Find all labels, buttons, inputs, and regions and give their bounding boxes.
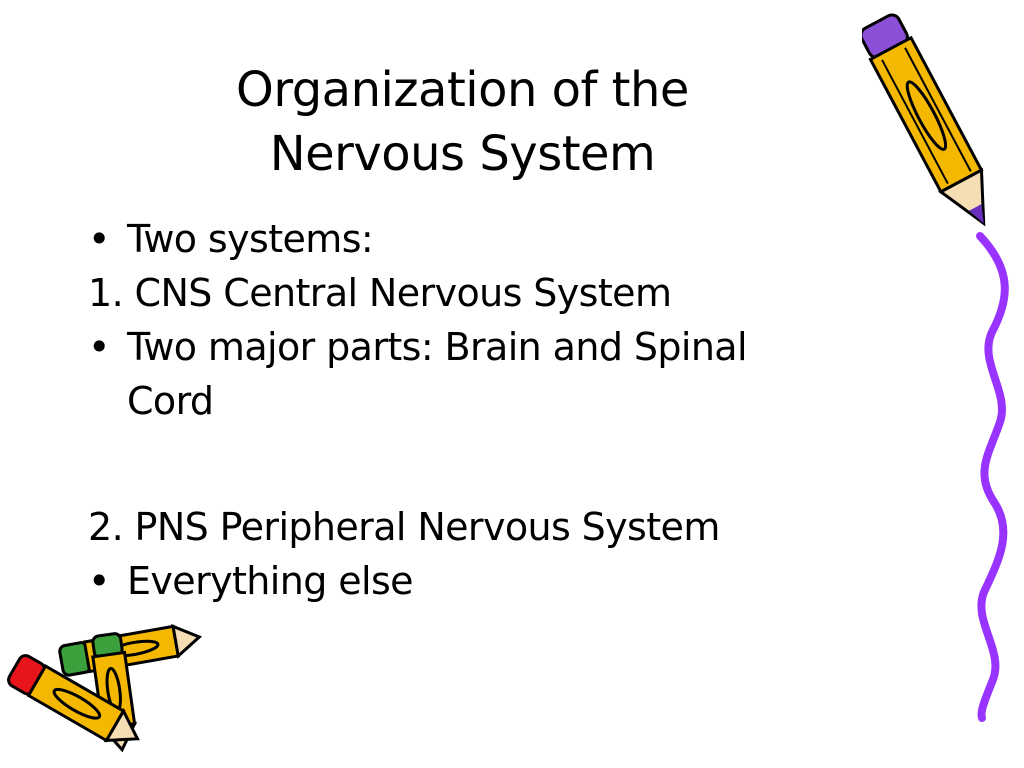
numbered-item: 2. PNS Peripheral Nervous System bbox=[88, 500, 888, 554]
bullet-text: Two systems: bbox=[127, 217, 374, 261]
slide-body: • Two systems: 1. CNS Central Nervous Sy… bbox=[88, 212, 888, 608]
wavy-line bbox=[976, 232, 1009, 722]
bullet-text: Everything else bbox=[127, 559, 414, 603]
title-line-2: Nervous System bbox=[269, 126, 656, 182]
bullet-item: • Two systems: bbox=[88, 212, 888, 266]
numbered-text: 1. CNS Central Nervous System bbox=[88, 271, 672, 315]
numbered-item: 1. CNS Central Nervous System bbox=[88, 266, 888, 320]
pencil-icon bbox=[7, 654, 140, 743]
numbered-text: 2. PNS Peripheral Nervous System bbox=[88, 505, 720, 549]
pencil-icon bbox=[862, 13, 986, 227]
bullet-mark: • bbox=[88, 217, 110, 261]
slide-title: Organization of the Nervous System bbox=[150, 58, 775, 186]
title-line-1: Organization of the bbox=[236, 62, 689, 118]
bullet-mark: • bbox=[88, 325, 110, 369]
bullet-text: Two major parts: Brain and Spinal bbox=[127, 325, 748, 369]
spacer bbox=[88, 428, 888, 500]
bullet-text: Cord bbox=[127, 379, 214, 423]
bullet-item: • Two major parts: Brain and Spinal bbox=[88, 320, 888, 374]
bullet-item: • Everything else bbox=[88, 554, 888, 608]
bullet-continuation: Cord bbox=[88, 374, 888, 428]
bullet-mark: • bbox=[88, 559, 110, 603]
